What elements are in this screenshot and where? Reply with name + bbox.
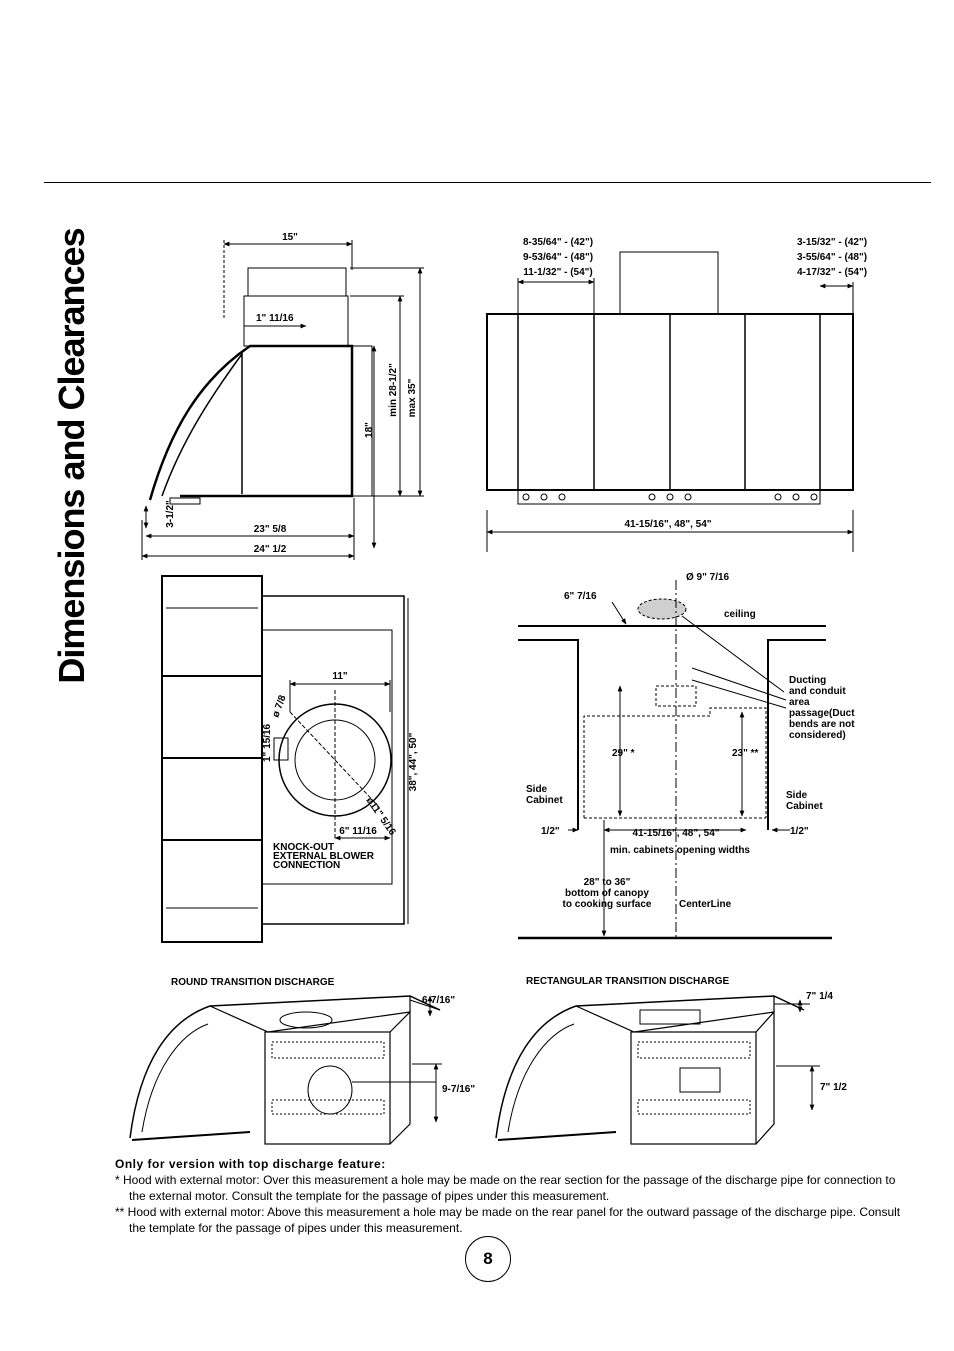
ducting-line-6: considered)	[789, 730, 846, 741]
cooking-line-3: to cooking surface	[563, 899, 652, 910]
ducting-line-3: area	[789, 697, 810, 708]
note-double-star: ** Hood with external motor: Above this …	[115, 1205, 901, 1235]
round-discharge-label: ROUND TRANSITION DISCHARGE	[171, 977, 335, 988]
notes-heading: Only for version with top discharge feat…	[115, 1157, 386, 1171]
side-chimney-min: min 28-1/2"	[388, 363, 399, 417]
half-left: 1/2"	[541, 826, 560, 837]
opening-caption: min. cabinets opening widths	[610, 845, 750, 856]
front-right-offset-42: 3-15/32" - (42")	[797, 237, 867, 248]
side-view-drawing	[141, 240, 424, 560]
round-d1: 6-7/16"	[422, 995, 455, 1006]
side-cabinet-left-1: Side	[526, 784, 548, 795]
rect-d1: 7" 1/4	[806, 991, 833, 1002]
side-cabinet-right-2: Cabinet	[786, 801, 823, 812]
ceiling-label: ceiling	[724, 609, 756, 620]
opening-width: 41-15/16", 48", 54"	[632, 828, 719, 839]
side-offset: 1" 11/16	[256, 313, 294, 324]
page-number: 8	[465, 1236, 511, 1282]
notes-section: Only for version with top discharge feat…	[115, 1156, 905, 1236]
side-depth-inner: 23" 5/8	[254, 524, 287, 535]
front-left-offset-42: 8-35/64" - (42")	[523, 237, 593, 248]
top-offset-b: 6" 11/16	[339, 826, 377, 837]
cooking-line-1: 28" to 36"	[584, 877, 631, 888]
height-23: 23" **	[732, 748, 759, 759]
front-view-drawing	[486, 251, 854, 552]
note-single-star: * Hood with external motor: Over this me…	[115, 1173, 896, 1203]
header-rule	[44, 182, 931, 183]
round-discharge-drawing	[129, 995, 442, 1145]
clearance-drawing	[518, 580, 832, 940]
top-offset-a: 1" 15/16	[262, 723, 273, 762]
side-cabinet-right-1: Side	[786, 790, 808, 801]
rect-d2: 7" 1/2	[820, 1082, 847, 1093]
rect-discharge-drawing	[495, 995, 820, 1145]
knockout-line-3: CONNECTION	[273, 860, 340, 871]
duct-diameter: Ø 9" 7/16	[686, 572, 730, 583]
duct-offset: 6" 7/16	[564, 591, 597, 602]
ducting-line-5: bends are not	[789, 719, 855, 730]
front-right-offset-48: 3-55/64" - (48")	[797, 252, 867, 263]
top-diameter-a: ø 7/8	[270, 693, 288, 719]
height-29: 29" *	[612, 748, 635, 759]
top-width-11: 11"	[332, 671, 348, 682]
front-width: 41-15/16", 48", 54"	[624, 519, 711, 530]
top-view-drawing	[161, 575, 409, 943]
top-length: 38", 44", 50"	[408, 732, 419, 791]
side-top-width: 15"	[282, 232, 298, 243]
ducting-line-4: passage(Duct	[789, 708, 855, 719]
round-d2: 9-7/16"	[442, 1084, 475, 1095]
ducting-line-1: Ducting	[789, 675, 826, 686]
cooking-line-2: bottom of canopy	[565, 888, 649, 899]
front-right-offset-54: 4-17/32" - (54")	[797, 267, 867, 278]
side-height: 18"	[364, 422, 375, 438]
ducting-line-2: and conduit	[789, 686, 846, 697]
front-left-offset-48: 9-53/64" - (48")	[523, 252, 593, 263]
centerline-label: CenterLine	[679, 899, 732, 910]
front-left-offset-54: 11-1/32" - (54")	[523, 267, 593, 278]
side-cabinet-left-2: Cabinet	[526, 795, 563, 806]
side-lip: 3-1/2"	[165, 500, 176, 528]
half-right: 1/2"	[790, 826, 809, 837]
rect-discharge-label: RECTANGULAR TRANSITION DISCHARGE	[526, 976, 729, 987]
knockout-line-2: EXTERNAL BLOWER	[273, 851, 375, 862]
front-view-knobs	[522, 493, 818, 501]
side-chimney-max: max 35"	[407, 378, 418, 417]
knockout-line-1: KNOCK-OUT	[273, 842, 334, 853]
side-depth-outer: 24" 1/2	[254, 544, 287, 555]
